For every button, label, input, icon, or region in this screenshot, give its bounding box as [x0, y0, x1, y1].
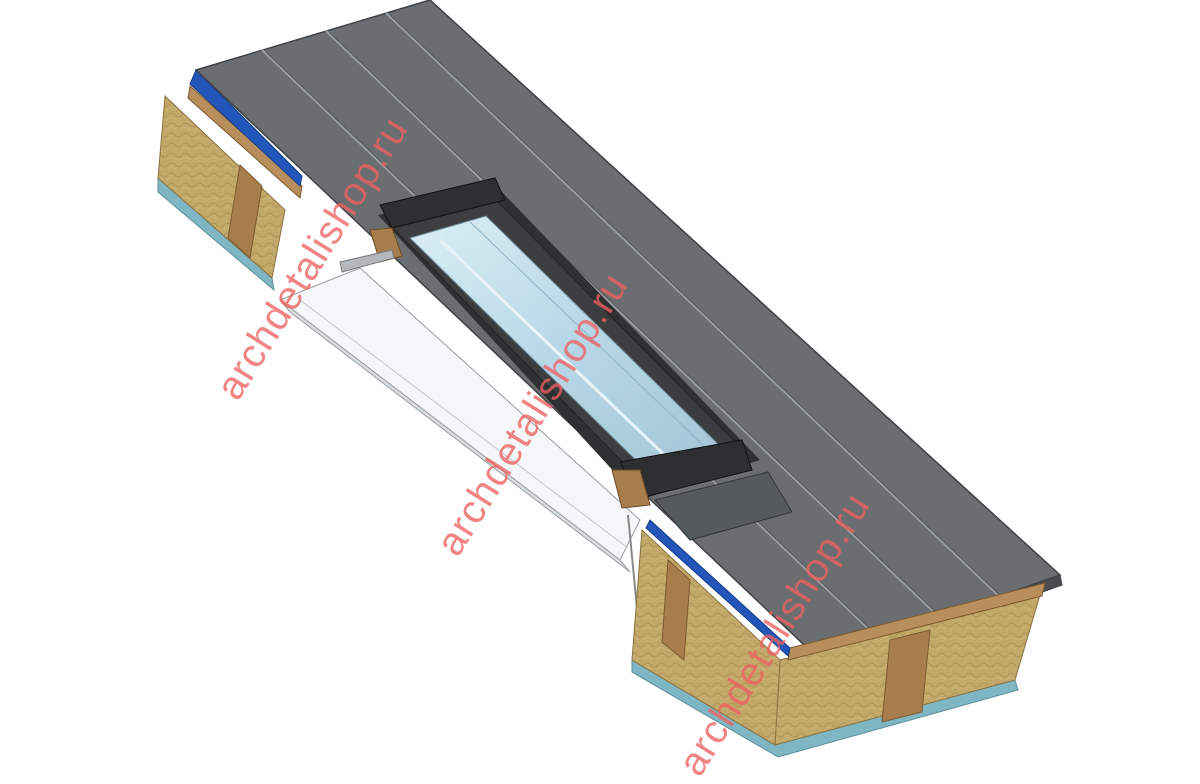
right-timber-rafter-side [661, 558, 691, 661]
right-membrane [645, 519, 791, 657]
upper-flashing-drip [339, 249, 395, 273]
left-roof-section [157, 69, 303, 292]
ceiling-lining-edge [279, 299, 631, 573]
ceiling-lining-seam [299, 299, 629, 549]
roof-window-isometric-diagram [157, 0, 1063, 758]
right-timber-rafter [881, 629, 931, 723]
glass-inner-edge [469, 221, 711, 453]
seam-line [385, 12, 1001, 598]
upper-flashing [379, 177, 506, 229]
left-timber-rafter [227, 163, 263, 259]
lower-window-profile [611, 469, 651, 509]
left-membrane [189, 69, 303, 187]
right-roof-section [631, 519, 1046, 758]
glass-reflection [438, 238, 682, 472]
seam-line [325, 30, 941, 619]
apron-flashing [654, 471, 793, 541]
seam-shadow [389, 14, 1005, 600]
right-timber-batten [787, 582, 1046, 661]
seam-shadow [329, 32, 945, 621]
